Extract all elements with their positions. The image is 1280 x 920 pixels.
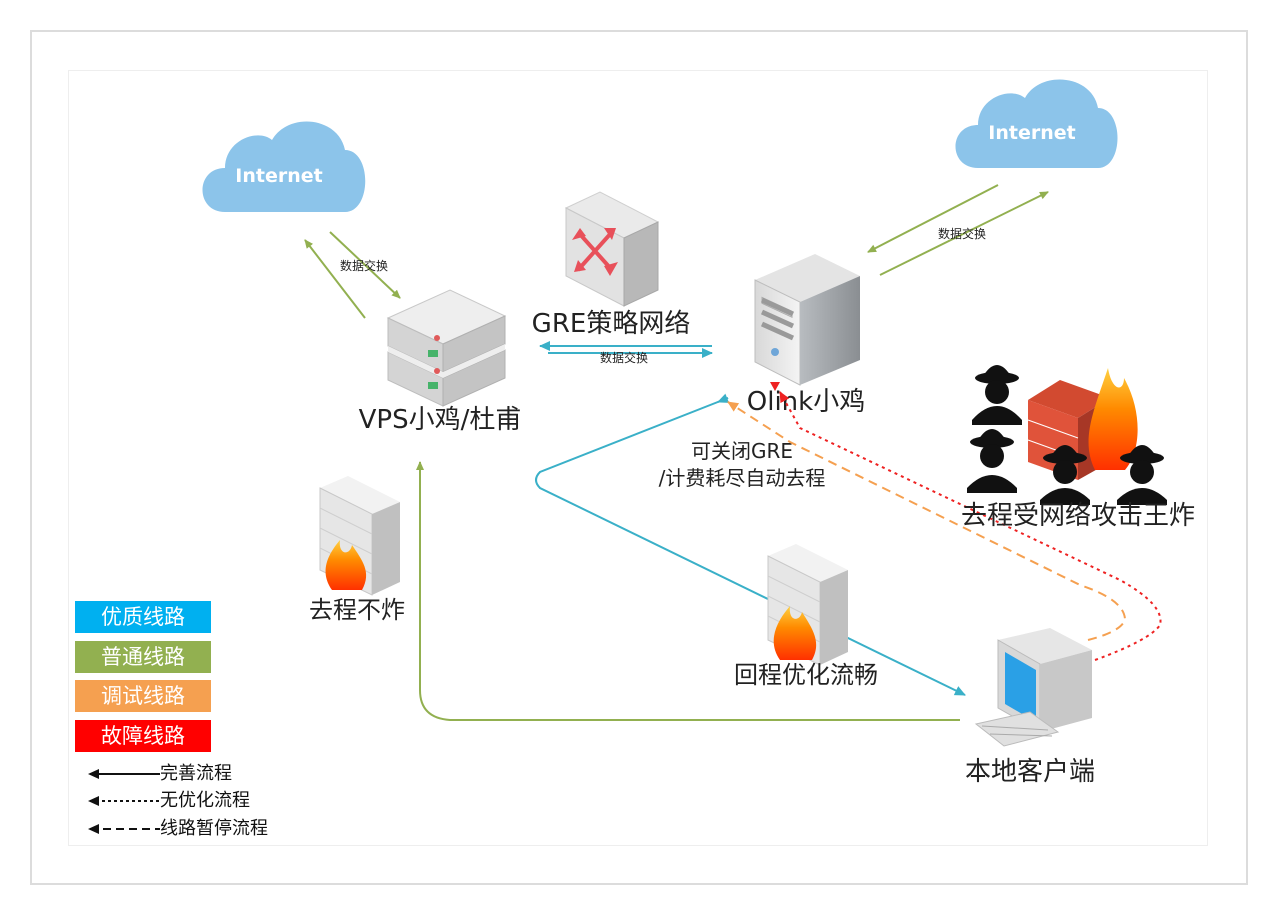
attack-label: 去程受网络攻击王炸 — [961, 501, 1195, 531]
gre-note-line2: /计费耗尽自动去程 — [659, 466, 826, 490]
exchange-arrows-left — [304, 231, 401, 319]
exchange-label-middle: 数据交换 — [600, 350, 648, 365]
legend-flow-lines — [88, 769, 160, 834]
firewall-middle-icon — [767, 544, 848, 666]
fault-route — [779, 391, 1162, 661]
legend-flow-complete: 完善流程 — [160, 763, 232, 784]
red-marker — [770, 382, 780, 391]
vps-server-icon — [386, 289, 507, 407]
legend-debug: 调试线路 — [75, 680, 211, 712]
gre-note-line1: 可关闭GRE — [691, 439, 793, 463]
internet-cloud-right: Internet — [955, 79, 1118, 168]
attackers-icon — [967, 365, 1167, 505]
legend-fault: 故障线路 — [75, 720, 211, 752]
diagram-canvas — [68, 70, 1208, 846]
debug-route — [727, 401, 1127, 641]
firewall-left-icon — [319, 476, 400, 596]
exchange-label-left: 数据交换 — [340, 258, 388, 273]
client-computer-icon — [974, 628, 1092, 747]
premium-route-head — [717, 393, 730, 403]
internet-cloud-left: Internet — [202, 121, 366, 212]
normal-route — [416, 461, 960, 721]
premium-route — [535, 397, 966, 696]
olink-label: Olink小鸡 — [747, 387, 865, 417]
exchange-arrows-right — [867, 184, 1049, 276]
exchange-label-right: 数据交换 — [938, 226, 986, 241]
legend-premium: 优质线路 — [75, 601, 211, 633]
internet-left-label: Internet — [235, 165, 322, 187]
gre-router-icon — [564, 191, 660, 307]
client-label: 本地客户端 — [965, 757, 1095, 787]
legend-flow-paused: 线路暂停流程 — [160, 818, 268, 839]
no-bomb-label: 去程不炸 — [309, 596, 405, 624]
internet-right-label: Internet — [988, 122, 1075, 144]
vps-label: VPS小鸡/杜甫 — [359, 405, 522, 435]
gre-label: GRE策略网络 — [532, 309, 691, 339]
legend-flow-unoptimized: 无优化流程 — [160, 790, 250, 811]
exchange-arrows-middle — [539, 341, 713, 358]
legend-normal: 普通线路 — [75, 641, 211, 673]
olink-server-icon — [754, 254, 860, 386]
return-opt-label: 回程优化流畅 — [734, 661, 878, 689]
